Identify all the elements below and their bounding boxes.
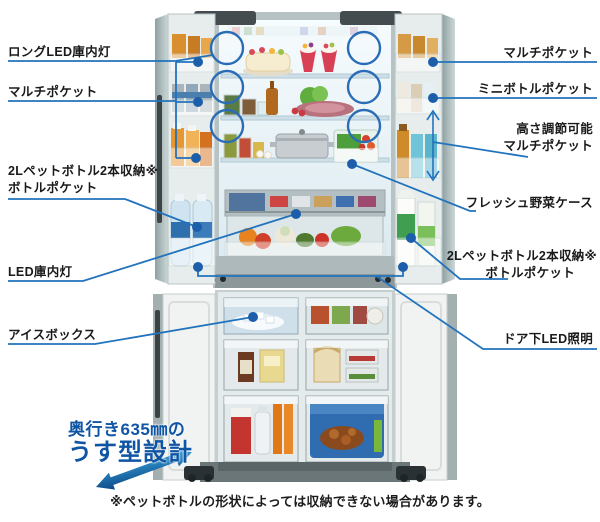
callout-label-mini-bottle-pocket: ミニボトルポケット	[477, 82, 593, 96]
freezer-base	[184, 462, 426, 482]
callout-label-under-door-led: ドア下LED照明	[503, 332, 593, 346]
callout-dot	[192, 222, 202, 232]
callout-label-2l-bottle-pocket-right: 2Lペットボトル2本収納※ ボトルポケット	[446, 249, 597, 280]
callout-line-height-adjust	[432, 141, 529, 158]
shelf2-items	[223, 81, 354, 117]
depth-badge-line2: うす型設計	[68, 439, 193, 466]
bottle-pocket-right	[394, 190, 442, 267]
callout-label-ice-box: アイスボックス	[8, 328, 97, 342]
door-pocket-3-right	[395, 124, 441, 179]
callout-dot	[398, 262, 408, 272]
door-pocket-1-right	[395, 34, 441, 73]
callout-line-ice-box	[8, 316, 254, 345]
callout-line-long-led	[8, 54, 214, 62]
ice-box-drawer	[223, 297, 299, 335]
height-adjust-arrow-icon	[426, 109, 440, 182]
door-pocket-1-left	[169, 34, 215, 73]
callout-dot	[428, 93, 438, 103]
callout-dot	[406, 233, 416, 243]
freezer-drawer-mid-left	[223, 339, 299, 391]
callout-line-under-door-led	[375, 275, 597, 350]
fresh-vegetable-case	[333, 129, 379, 163]
freezer-drawer-mid-right	[305, 339, 389, 391]
callout-line-2l-bottle-right	[410, 237, 508, 280]
callout-line-veg-case	[351, 163, 476, 212]
freezer-drawer-top-right	[305, 297, 389, 335]
callout-dot	[428, 57, 438, 67]
fridge-upper-right-door	[394, 13, 455, 285]
callout-lines	[8, 54, 597, 350]
led-highlight-circle	[209, 69, 245, 105]
callout-dot	[193, 57, 203, 67]
callout-label-multi-pocket-right: マルチポケット	[503, 46, 593, 60]
vegetable-drawer	[224, 215, 386, 258]
back-wall-items	[228, 26, 378, 36]
cooking-pot	[270, 129, 334, 159]
door-handle-left	[157, 95, 162, 223]
upper-bottom-frame	[200, 256, 401, 288]
glass-shelves	[220, 73, 390, 163]
callout-label-multi-pocket-left: マルチポケット	[8, 85, 98, 99]
depth-arrow-icon	[96, 449, 192, 490]
led-highlight-circle	[346, 108, 382, 144]
door-handle-lower-left	[155, 310, 160, 418]
parfait-glasses	[300, 42, 337, 72]
callout-dot	[193, 97, 203, 107]
chilled-case	[224, 189, 386, 217]
footnote-note: ※ペットボトルの形状によっては収納できない場合があります。	[110, 494, 490, 509]
callout-label-long-led-light: ロングLED庫内灯	[8, 45, 111, 59]
depth-badge: 奥行き635㎜の うす型設計	[68, 421, 193, 465]
callout-label-2l-bottle-pocket-left: 2Lペットボトル2本収納※ ボトルポケット	[8, 164, 159, 195]
callout-label-height-adjustable-multi-pocket: 高さ調節可能 マルチポケット	[503, 122, 593, 153]
callout-dot	[193, 262, 203, 272]
freezer-right-door	[394, 293, 457, 481]
led-highlight-circle	[346, 69, 382, 105]
callout-dots	[191, 57, 438, 322]
callout-dot	[248, 312, 258, 322]
led-highlight-circle	[346, 30, 382, 66]
callout-dot	[347, 159, 357, 169]
freezer-drawer-bottom-right	[305, 395, 389, 463]
callout-line-led-light	[8, 213, 297, 282]
callout-label-led-light: LED庫内灯	[8, 265, 73, 279]
callout-dot	[291, 209, 301, 219]
callout-dot	[191, 153, 201, 163]
freezer-lower-cabinet	[153, 290, 457, 482]
top-hinge-right	[340, 11, 402, 25]
fridge-upper-cabinet	[155, 11, 455, 288]
led-highlight-circle	[209, 30, 245, 66]
depth-badge-line1: 奥行き635㎜の	[68, 420, 186, 439]
cake	[243, 47, 293, 76]
led-highlight-circle	[209, 108, 245, 144]
callout-label-fresh-vegetable-case: フレッシュ野菜ケース	[465, 196, 593, 210]
fridge-upper-left-door	[155, 13, 216, 285]
freezer-drawer-bottom-left	[223, 395, 299, 463]
callout-line-2l-bottle-left	[8, 198, 198, 228]
led-highlight-circles	[209, 30, 382, 144]
